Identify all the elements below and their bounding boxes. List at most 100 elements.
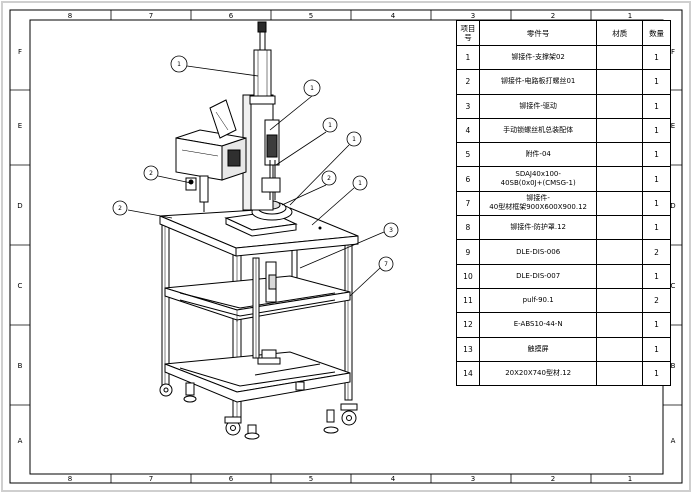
bom-cell-item: 5	[456, 142, 480, 168]
balloon-label: 1	[352, 136, 356, 143]
zone-label-bottom: 1	[628, 475, 632, 483]
zone-label-top: 5	[309, 12, 313, 20]
zone-label-top: 7	[149, 12, 153, 20]
bom-cell-qty: 1	[642, 69, 671, 95]
lower-frame	[164, 349, 351, 403]
bom-cell-item: 2	[456, 69, 480, 95]
bom-cell-material	[596, 215, 644, 241]
bom-cell-material	[596, 287, 644, 314]
bom-cell-part: 铆接件-驱动	[478, 93, 598, 119]
zone-label-left: E	[18, 122, 22, 130]
balloon-label: 3	[389, 227, 393, 234]
bom-cell-item: 14	[456, 360, 480, 387]
bom-cell-qty: 1	[642, 215, 671, 241]
casters	[159, 381, 358, 440]
bom-cell-material	[596, 117, 644, 144]
balloon: 1	[346, 131, 362, 147]
zone-labels: 8 7 6 5 4 3 2 1 8 7 6 5 4 3 2 1 F E D C …	[17, 12, 675, 483]
bom-cell-part: 铆接件- 40型材框架900X600X900.12	[478, 190, 598, 217]
inner-posts	[252, 257, 277, 359]
bom-cell-part: 附件-04	[478, 142, 598, 168]
zone-label-bottom: 5	[309, 475, 313, 483]
bom-cell-material	[596, 190, 644, 217]
bom-cell-item: 4	[456, 117, 480, 144]
bom-cell-qty: 1	[642, 336, 671, 362]
zone-label-left: D	[17, 202, 22, 210]
zone-label-bottom: 4	[391, 475, 396, 483]
bom-cell-part: 20X20X740型材.12	[478, 360, 598, 387]
balloon-label: 1	[177, 61, 181, 68]
zone-label-right: D	[670, 202, 675, 210]
bom-cell-qty: 2	[642, 239, 671, 265]
bom-cell-material	[596, 360, 644, 387]
bom-cell-material	[596, 44, 644, 71]
bom-cell-item: 6	[456, 166, 480, 192]
bom-cell-qty: 1	[642, 117, 671, 144]
leader-lines	[127, 65, 385, 297]
balloon-label: 2	[327, 175, 331, 182]
machine-column	[242, 94, 281, 211]
bom-cell-material	[596, 166, 644, 192]
balloon: 7	[378, 256, 394, 272]
bom-header-item: 项目号	[456, 20, 480, 46]
zone-label-top: 1	[628, 12, 632, 20]
zone-ticks	[10, 10, 682, 483]
bom-cell-part: DLE-DIS-006	[478, 239, 598, 265]
balloon: 3	[383, 222, 399, 238]
bom-cell-material	[596, 142, 644, 168]
bom-cell-part: 铆接件-电路板打螺丝01	[478, 69, 598, 95]
zone-label-right: C	[671, 282, 676, 290]
zone-label-bottom: 6	[229, 475, 234, 483]
zone-label-top: 6	[229, 12, 234, 20]
bom-cell-qty: 1	[642, 312, 671, 338]
bom-cell-qty: 1	[642, 166, 671, 192]
zone-label-left: A	[18, 437, 23, 445]
zone-label-right: E	[671, 122, 675, 130]
zone-label-top: 3	[471, 12, 475, 20]
zone-label-right: B	[671, 362, 676, 370]
bom-cell-part: SDAJ40x100- 40SB(0x0J+(CMSG-1)	[478, 166, 598, 192]
bom-cell-qty: 2	[642, 287, 671, 314]
bom-cell-part: DLE-DIS-007	[478, 263, 598, 289]
bom-cell-material	[596, 336, 644, 362]
bom-header-qty: 数量	[642, 20, 671, 46]
control-box	[175, 99, 247, 212]
bom-cell-item: 3	[456, 93, 480, 119]
balloon: 1	[352, 175, 368, 191]
bom-cell-part: 铆接件-支撑架02	[478, 44, 598, 71]
balloon-label: 7	[384, 261, 388, 268]
bom-cell-qty: 1	[642, 142, 671, 168]
balloon: 2	[321, 170, 337, 186]
bom-cell-material	[596, 263, 644, 289]
bom-cell-material	[596, 69, 644, 95]
balloon: 1	[303, 79, 321, 97]
bom-cell-item: 13	[456, 336, 480, 362]
balloon: 2	[112, 200, 128, 216]
bom-cell-item: 12	[456, 312, 480, 338]
bom-cell-part: E-ABS10-44-N	[478, 312, 598, 338]
bom-cell-part: 手动锁螺丝机总装配体	[478, 117, 598, 144]
bom-header-row: 项目号 零件号 材质 数量	[456, 20, 671, 46]
balloon-label: 2	[118, 205, 122, 212]
bom-header-material: 材质	[596, 20, 644, 46]
bom-cell-qty: 1	[642, 44, 671, 71]
zone-label-top: 2	[551, 12, 555, 20]
bom-cell-item: 7	[456, 190, 480, 217]
zone-label-left: C	[18, 282, 23, 290]
bom-cell-item: 1	[456, 44, 480, 71]
balloon: 1	[322, 117, 338, 133]
zone-label-left: F	[18, 48, 22, 56]
